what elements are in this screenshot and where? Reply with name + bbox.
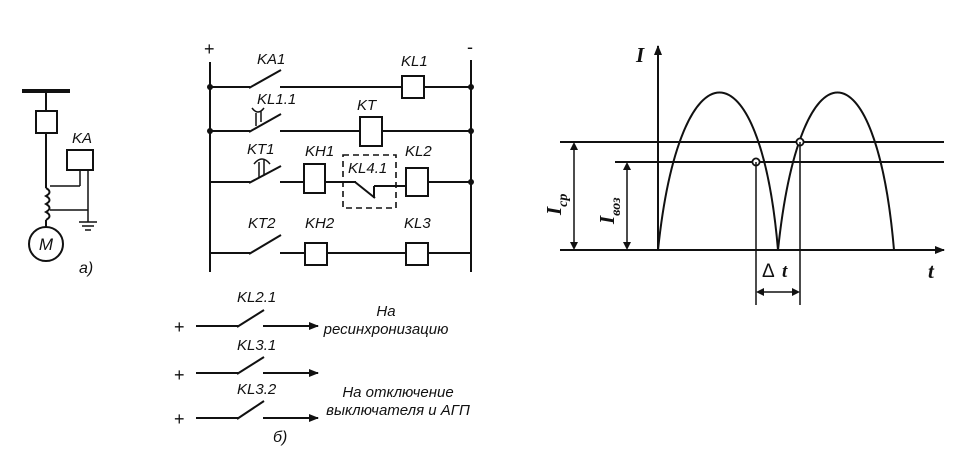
- label-kt2: KT2: [248, 215, 276, 232]
- contact-ka1: [248, 69, 282, 89]
- contact-kl3-2: [236, 400, 265, 420]
- junction-dot: [207, 128, 213, 134]
- plus-rail-sign: +: [204, 39, 215, 59]
- ivoz-arrowhead: [623, 162, 631, 170]
- relay-coil-kl2: [405, 167, 429, 197]
- minus-rail-sign: -: [467, 37, 473, 57]
- relay-coil-kl3: [405, 242, 429, 266]
- icp-subscript: ср: [556, 194, 571, 207]
- icp-arrowhead: [570, 242, 578, 250]
- label-kl3: KL3: [404, 215, 431, 232]
- ivoz-label: Iвоз: [595, 197, 624, 225]
- contact-kt1: [248, 165, 282, 184]
- time-delay-contact-symbol: [251, 107, 265, 126]
- plus-sign: +: [174, 317, 185, 337]
- icp-main: I: [542, 206, 566, 216]
- current-time-graph: I t Δ t Iср Iвоз: [542, 43, 945, 305]
- current-wave-hump: [777, 91, 895, 251]
- current-transformer-coil: [43, 187, 51, 221]
- current-wave-hump: [657, 91, 779, 251]
- schematic-a: M KA а): [22, 89, 97, 277]
- indicator-relay-kh2: [304, 242, 328, 266]
- output-2-line-2: выключателя и АГП: [326, 402, 470, 419]
- indicator-relay-kh1: [303, 163, 326, 194]
- contact-kl3-1: [236, 356, 265, 375]
- delta-t-arrowhead: [792, 288, 800, 296]
- circuit-breaker: [35, 110, 58, 134]
- motor-label: M: [39, 235, 54, 254]
- dashed-frame-kl4-1: [342, 154, 397, 209]
- y-axis-label: I: [635, 43, 645, 67]
- junction-dot: [468, 179, 474, 185]
- ivoz-subscript: воз: [609, 197, 624, 216]
- junction-dot: [468, 84, 474, 90]
- output-1-line-2: ресинхронизацию: [323, 321, 449, 338]
- plus-sign: +: [174, 365, 185, 385]
- label-kh1: KH1: [305, 143, 334, 160]
- caption-b: б): [273, 429, 287, 446]
- label-kt: KT: [357, 97, 378, 114]
- contact-kl2-1: [236, 309, 265, 328]
- label-kl1-1: KL1.1: [257, 91, 296, 108]
- contact-kt2: [248, 234, 282, 255]
- caption-a: а): [79, 260, 93, 277]
- junction-dot: [207, 84, 213, 90]
- current-relay-ka: [66, 149, 94, 171]
- relay-coil-kl1: [401, 75, 425, 99]
- output-2-line-1: На отключение: [342, 384, 453, 401]
- label-kl4-1: KL4.1: [348, 160, 387, 177]
- output-1-line-1: На: [376, 303, 395, 320]
- contact-kl4-1: [354, 181, 376, 199]
- label-kl1: KL1: [401, 53, 428, 70]
- icp-arrowhead: [570, 142, 578, 150]
- schematic-b: + - KA1 KL1 KL1.1 KT: [174, 37, 474, 446]
- label-kl3-2: KL3.2: [237, 381, 277, 398]
- label-kl2: KL2: [405, 143, 432, 160]
- label-ka1: KA1: [257, 51, 285, 68]
- contact-kl1-1: [248, 113, 282, 133]
- plus-sign: +: [174, 409, 185, 429]
- x-axis-label: t: [928, 259, 935, 283]
- delta-t-variable: t: [782, 261, 788, 282]
- label-kl3-1: KL3.1: [237, 337, 276, 354]
- time-delay-contact-symbol: [253, 158, 271, 178]
- label-kl2-1: KL2.1: [237, 289, 276, 306]
- ivoz-main: I: [595, 215, 619, 225]
- relay-coil-kt: [359, 116, 383, 147]
- relay-ka-label: KA: [72, 130, 92, 147]
- icp-label: Iср: [542, 194, 571, 216]
- label-kh2: KH2: [305, 215, 335, 232]
- junction-dot: [468, 128, 474, 134]
- ivoz-arrowhead: [623, 242, 631, 250]
- delta-t-arrowhead: [756, 288, 764, 296]
- label-kt1: KT1: [247, 141, 275, 158]
- motor-symbol: [28, 226, 64, 262]
- delta-symbol: Δ: [762, 261, 775, 282]
